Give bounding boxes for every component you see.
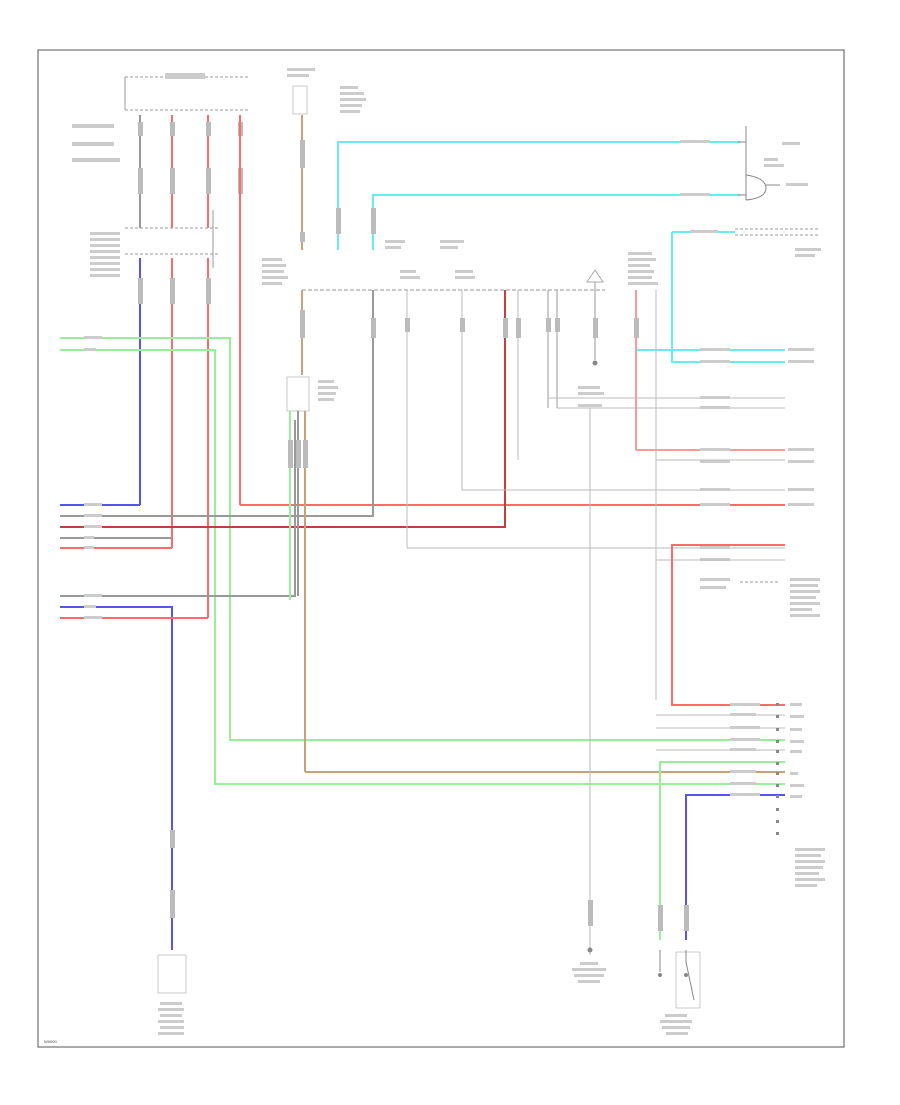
right-relay — [628, 252, 785, 700]
diagram-frame — [37, 49, 845, 1048]
right-switch — [700, 578, 820, 617]
connector-top-right — [690, 228, 821, 257]
center-relay — [286, 376, 338, 412]
bottom-left-sensor — [157, 830, 187, 1035]
connector-block-left — [90, 210, 220, 277]
sensor-icon — [680, 126, 808, 201]
switch-icon — [658, 905, 701, 1035]
ground-icon — [586, 269, 604, 366]
center-top-component — [287, 68, 366, 115]
diagram-code: W0000 — [44, 1039, 57, 1044]
right-connector-pins — [776, 703, 779, 835]
right-terminals — [656, 348, 814, 561]
bottom-center-ground — [572, 900, 606, 983]
top-left-fuse-block — [72, 73, 250, 162]
